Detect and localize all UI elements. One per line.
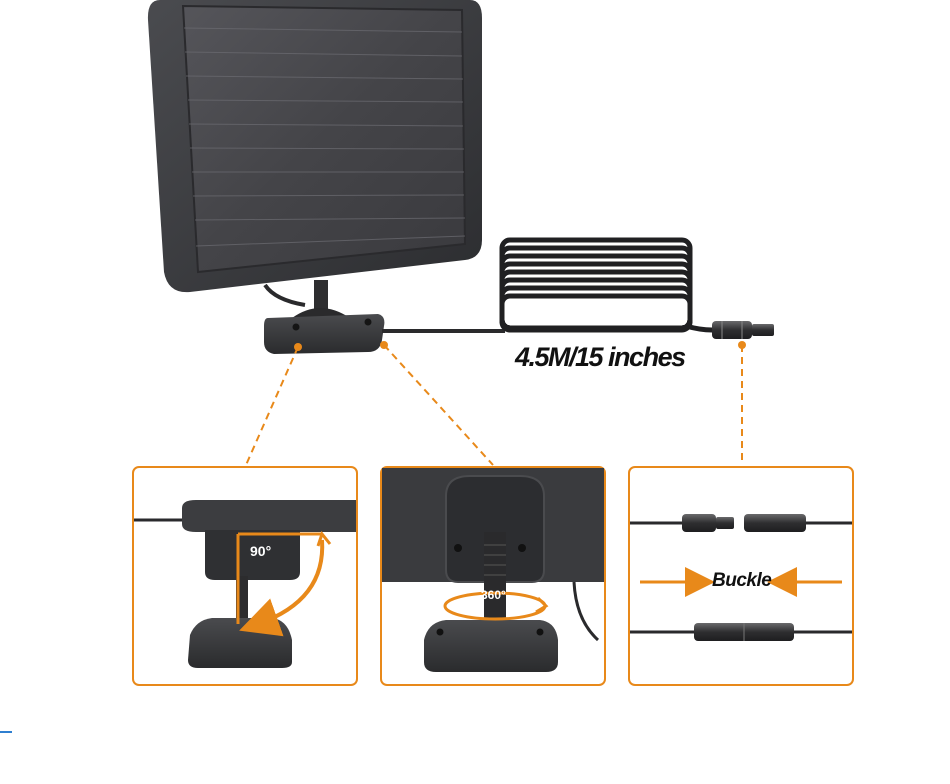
guide-lines xyxy=(245,344,743,466)
buckle-label: Buckle xyxy=(712,570,772,591)
cable-length-label: 4.5M/15 inches xyxy=(515,342,686,372)
detail-panel-tilt: 90° xyxy=(132,466,358,686)
curved-arrow-icon xyxy=(239,539,325,637)
solar-cells xyxy=(181,4,467,274)
cable-connector xyxy=(712,321,774,339)
solar-panel xyxy=(147,0,482,354)
cable-coil xyxy=(382,237,774,339)
mounting-base xyxy=(264,314,385,354)
solar-cell-lines xyxy=(183,27,466,247)
detail-panel-rotate: 360° xyxy=(380,466,606,686)
rotation-angle-label: 360° xyxy=(481,588,506,602)
detail-panel-buckle xyxy=(628,466,854,686)
tilt-angle-label: 90° xyxy=(250,543,271,559)
